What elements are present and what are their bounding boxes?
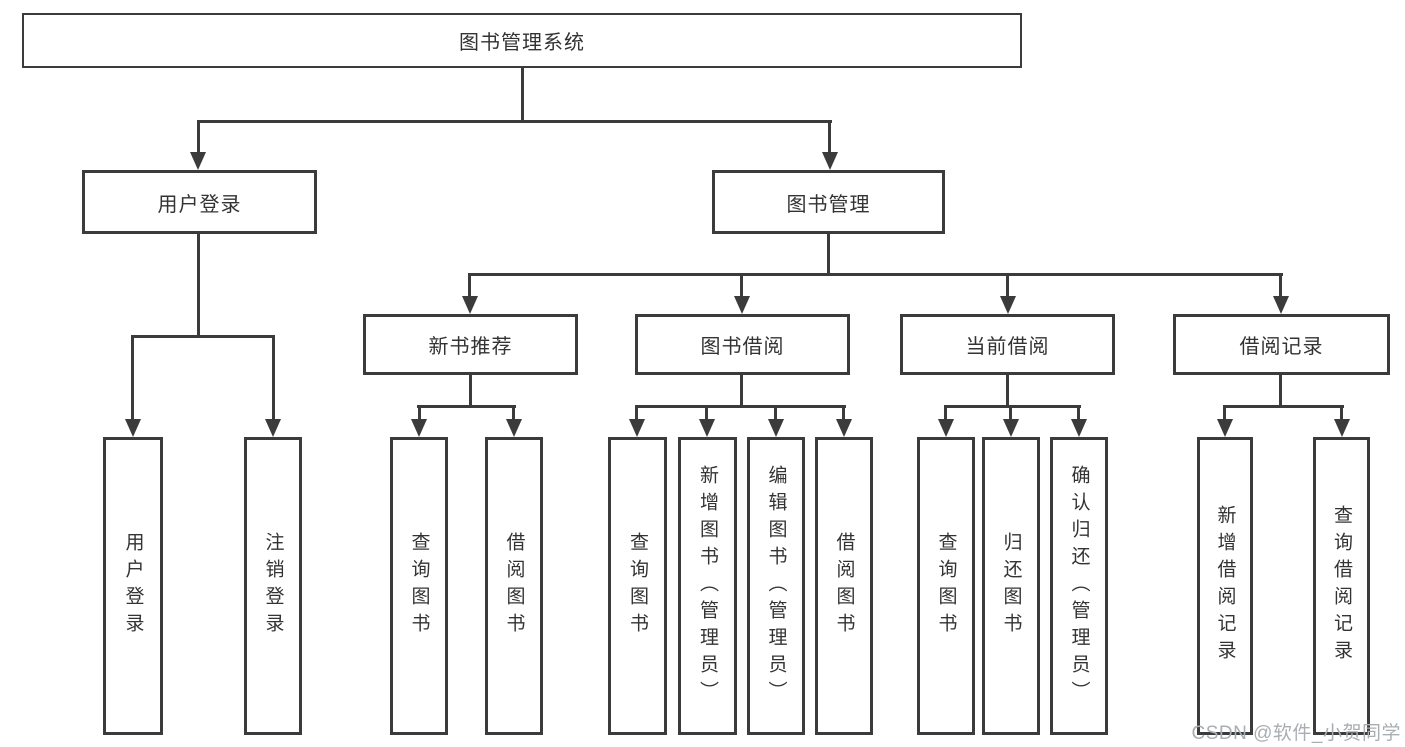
arrowhead-down-icon bbox=[411, 419, 427, 437]
arrowhead-down-icon bbox=[1000, 296, 1016, 314]
leaf-label: 注销登录 bbox=[262, 532, 284, 640]
leaf-label: 查询借阅记录 bbox=[1331, 505, 1352, 667]
connector-line bbox=[468, 273, 471, 300]
connector-line bbox=[197, 234, 200, 338]
connector-line bbox=[740, 273, 743, 300]
connector-line bbox=[469, 375, 472, 408]
leaf-label: 借阅图书 bbox=[503, 532, 525, 640]
leaf-borrow-edit-books-admin: 编辑图书（管理员） bbox=[747, 437, 805, 735]
leaf-borrow-borrow-books: 借阅图书 bbox=[815, 437, 873, 735]
connector-line bbox=[468, 273, 1283, 276]
node-library-system: 图书管理系统 bbox=[22, 13, 1022, 68]
leaf-current-return-books: 归还图书 bbox=[982, 437, 1040, 735]
connector-line bbox=[774, 405, 777, 424]
leaf-records-query-record: 查询借阅记录 bbox=[1313, 437, 1370, 735]
leaf-label: 归还图书 bbox=[1000, 532, 1022, 640]
connector-line bbox=[842, 405, 845, 424]
node-book-management: 图书管理 bbox=[712, 170, 945, 234]
leaf-borrow-add-books-admin: 新增图书（管理员） bbox=[678, 437, 737, 735]
leaf-newbook-borrow-books: 借阅图书 bbox=[485, 437, 543, 735]
connector-line bbox=[1006, 375, 1009, 408]
arrowhead-down-icon bbox=[125, 419, 141, 437]
connector-line bbox=[740, 375, 743, 408]
leaf-label: 编辑图书（管理员） bbox=[765, 464, 787, 708]
leaf-current-confirm-return-admin: 确认归还（管理员） bbox=[1050, 437, 1108, 735]
connector-line bbox=[418, 405, 421, 424]
connector-line bbox=[635, 405, 638, 424]
connector-line bbox=[705, 405, 708, 424]
arrowhead-down-icon bbox=[190, 152, 206, 170]
connector-line bbox=[521, 68, 524, 123]
connector-line bbox=[1279, 375, 1282, 408]
node-borrow-records: 借阅记录 bbox=[1173, 314, 1390, 375]
arrowhead-down-icon bbox=[1003, 419, 1019, 437]
leaf-newbook-query-books: 查询图书 bbox=[390, 437, 448, 735]
node-label: 借阅记录 bbox=[1239, 336, 1324, 358]
leaf-label: 查询图书 bbox=[935, 532, 957, 640]
connector-line bbox=[827, 234, 830, 276]
arrowhead-down-icon bbox=[1071, 419, 1087, 437]
leaf-label: 借阅图书 bbox=[833, 532, 855, 640]
connector-line bbox=[131, 335, 275, 338]
connector-line bbox=[635, 405, 846, 408]
leaf-label: 新增图书（管理员） bbox=[697, 464, 718, 708]
connector-line bbox=[1009, 405, 1012, 424]
arrowhead-down-icon bbox=[734, 296, 750, 314]
connector-line bbox=[417, 405, 516, 408]
node-current-borrow: 当前借阅 bbox=[900, 314, 1115, 375]
leaf-label: 用户登录 bbox=[122, 532, 144, 640]
connector-line bbox=[944, 405, 947, 424]
arrowhead-down-icon bbox=[699, 419, 715, 437]
arrowhead-down-icon bbox=[822, 152, 838, 170]
leaf-logout: 注销登录 bbox=[244, 437, 302, 735]
connector-line bbox=[944, 405, 1081, 408]
arrowhead-down-icon bbox=[1217, 419, 1233, 437]
connector-line bbox=[272, 335, 275, 423]
leaf-current-query-books: 查询图书 bbox=[917, 437, 975, 735]
connector-line bbox=[131, 335, 134, 423]
leaf-label: 查询图书 bbox=[627, 532, 648, 640]
arrowhead-down-icon bbox=[836, 419, 852, 437]
arrowhead-down-icon bbox=[265, 419, 281, 437]
connector-line bbox=[197, 120, 200, 156]
arrowhead-down-icon bbox=[1334, 419, 1350, 437]
arrowhead-down-icon bbox=[768, 419, 784, 437]
connector-line bbox=[512, 405, 515, 424]
node-new-book-recommend: 新书推荐 bbox=[363, 314, 578, 375]
node-label: 图书借阅 bbox=[700, 336, 785, 358]
node-label: 用户登录 bbox=[157, 193, 242, 216]
connector-line bbox=[1223, 405, 1226, 424]
leaf-label: 确认归还（管理员） bbox=[1068, 464, 1090, 708]
connector-line bbox=[1077, 405, 1080, 424]
node-label: 新书推荐 bbox=[428, 336, 513, 358]
node-label: 图书管理系统 bbox=[459, 32, 585, 54]
connector-line bbox=[1279, 273, 1282, 300]
connector-line bbox=[1340, 405, 1343, 424]
arrowhead-down-icon bbox=[1273, 296, 1289, 314]
leaf-borrow-query-books: 查询图书 bbox=[608, 437, 667, 735]
node-book-borrow: 图书借阅 bbox=[635, 314, 850, 375]
node-label: 当前借阅 bbox=[965, 336, 1050, 358]
leaf-label: 查询图书 bbox=[408, 532, 430, 640]
arrowhead-down-icon bbox=[938, 419, 954, 437]
connector-line bbox=[1006, 273, 1009, 300]
connector-line bbox=[197, 120, 832, 123]
connector-line bbox=[1223, 405, 1344, 408]
connector-line bbox=[828, 120, 831, 156]
leaf-user-login: 用户登录 bbox=[103, 437, 163, 735]
leaf-records-add-record: 新增借阅记录 bbox=[1197, 437, 1253, 735]
arrowhead-down-icon bbox=[462, 296, 478, 314]
arrowhead-down-icon bbox=[629, 419, 645, 437]
node-user-login: 用户登录 bbox=[82, 170, 317, 234]
csdn-watermark: CSDN @软件_小贺同学 bbox=[1191, 723, 1401, 744]
leaf-label: 新增借阅记录 bbox=[1214, 505, 1236, 667]
node-label: 图书管理 bbox=[786, 193, 871, 216]
arrowhead-down-icon bbox=[506, 419, 522, 437]
